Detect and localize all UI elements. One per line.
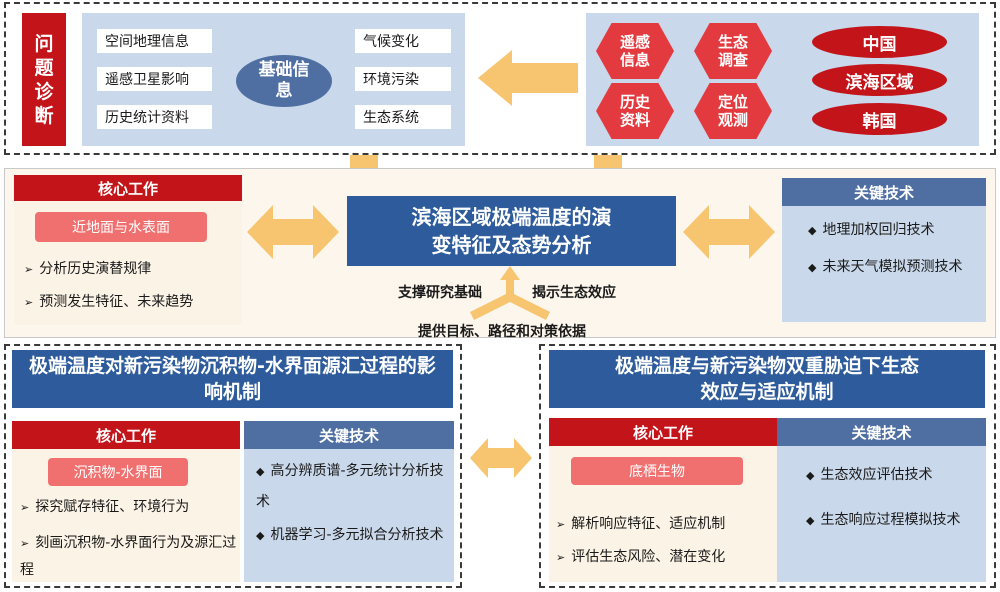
- bottom-right-section: [539, 344, 996, 588]
- bullet-text: 刻画沉积物-水界面行为及源汇过程: [20, 535, 237, 578]
- chevron-right-icon: ➢: [556, 551, 566, 564]
- br-core-bullet-1: ➢ 解析响应特征、适应机制: [556, 513, 774, 536]
- bullet-text: 评估生态风险、潜在变化: [571, 549, 726, 565]
- br-core-bullet-2: ➢ 评估生态风险、潜在变化: [556, 546, 774, 569]
- left-tag-3: 历史统计资料: [97, 105, 212, 129]
- chevron-right-icon: ➢: [556, 518, 566, 531]
- hex-label: 遥感信息: [619, 33, 650, 69]
- bullet-text: 解析响应特征、适应机制: [571, 516, 726, 532]
- chevron-right-icon: ➢: [20, 537, 30, 550]
- middle-tech-bullet-2: ◆ 未来天气模拟预测技术: [808, 252, 980, 283]
- bullet-text: 分析历史演替规律: [39, 261, 152, 277]
- diamond-icon: ◆: [806, 469, 815, 482]
- center-title-box: 滨海区域极端温度的演变特征及态势分析: [347, 196, 676, 266]
- hex-history-data: 历史资料: [596, 83, 674, 139]
- bottom-left-title-box: 极端温度对新污染物沉积物-水界面源汇过程的影响机制: [12, 350, 453, 408]
- label-provide-basis: 提供目标、路径和对策依据: [418, 324, 586, 340]
- diamond-icon: ◆: [256, 529, 265, 542]
- double-arrow-icon: [683, 205, 775, 259]
- side-label-box: 问题诊断: [22, 13, 66, 146]
- right-tag-1: 气候变化: [355, 29, 451, 53]
- bl-tech-bullet-1: ◆高分辨质谱-多元统计分析技术: [256, 456, 452, 517]
- bottom-right-title: 极端温度与新污染物双重胁迫下生态效应与适应机制: [614, 355, 919, 403]
- right-tag-3: 生态系统: [355, 105, 451, 129]
- double-arrow-icon: [470, 438, 532, 478]
- region-korea: 韩国: [812, 103, 947, 135]
- hex-label: 历史资料: [619, 93, 650, 129]
- hex-label: 定位观测: [717, 93, 748, 129]
- middle-core-bullet-1: ➢ 分析历史演替规律: [24, 258, 239, 281]
- diamond-icon: ◆: [808, 261, 817, 274]
- bl-tech-bullet-2: ◆ 机器学习-多元拟合分析技术: [256, 520, 452, 551]
- diamond-icon: ◆: [806, 514, 815, 527]
- left-arrow-icon: [478, 50, 578, 106]
- label-reveal-effect: 揭示生态效应: [532, 285, 616, 301]
- basic-info-oval: 基础信息: [236, 55, 332, 107]
- bl-core-header: 核心工作: [12, 421, 240, 449]
- br-tech-bullet-2: ◆ 生态响应过程模拟技术: [806, 502, 976, 539]
- diamond-icon: ◆: [808, 224, 817, 237]
- region-coastal: 滨海区域: [812, 64, 947, 96]
- middle-tech-header: 关键技术: [782, 178, 986, 206]
- bullet-text: 机器学习-多元拟合分析技术: [270, 527, 444, 543]
- region-china: 中国: [812, 26, 947, 58]
- middle-core-header: 核心工作: [14, 175, 242, 201]
- bl-tech-panel: [244, 449, 454, 582]
- br-tech-header: 关键技术: [777, 418, 986, 446]
- bottom-right-title-box: 极端温度与新污染物双重胁迫下生态效应与适应机制: [549, 350, 985, 408]
- br-tech-panel: [777, 446, 986, 582]
- bl-tech-header: 关键技术: [244, 421, 454, 449]
- basic-info-label: 基础信息: [258, 60, 310, 101]
- right-tag-2: 环境污染: [355, 67, 451, 91]
- middle-core-pill: 近地面与水表面: [35, 212, 207, 242]
- br-core-header: 核心工作: [549, 418, 777, 446]
- br-tech-bullet-1: ◆ 生态效应评估技术: [806, 464, 982, 487]
- bottom-left-section: [4, 344, 462, 588]
- chevron-right-icon: ➢: [24, 296, 34, 309]
- bullet-text: 地理加权回归技术: [822, 222, 935, 238]
- hex-eco-survey: 生态调查: [694, 23, 772, 79]
- left-tag-2: 遥感卫星影响: [97, 67, 212, 91]
- split-arrow-icon: [470, 266, 550, 320]
- bullet-text: 高分辨质谱-多元统计分析技术: [256, 463, 444, 510]
- middle-tech-bullet-1: ◆ 地理加权回归技术: [808, 218, 984, 243]
- side-label: 问题诊断: [34, 32, 54, 127]
- bullet-text: 生态效应评估技术: [820, 467, 933, 483]
- bl-core-pill: 沉积物-水界面: [48, 458, 188, 486]
- bullet-text: 探究赋存特征、环境行为: [35, 499, 190, 515]
- left-tag-1: 空间地理信息: [97, 29, 212, 53]
- hex-positioning: 定位观测: [694, 83, 772, 139]
- bullet-text: 预测发生特征、未来趋势: [39, 294, 194, 310]
- middle-core-bullet-2: ➢ 预测发生特征、未来趋势: [24, 291, 239, 314]
- double-arrow-icon: [247, 205, 339, 259]
- hex-label: 生态调查: [717, 33, 748, 69]
- chevron-right-icon: ➢: [20, 501, 30, 514]
- label-support-basis: 支撑研究基础: [398, 285, 482, 301]
- bl-core-bullet-2: ➢刻画沉积物-水界面行为及源汇过程: [20, 530, 238, 583]
- chevron-right-icon: ➢: [24, 263, 34, 276]
- bullet-text: 未来天气模拟预测技术: [822, 259, 963, 275]
- br-core-pill: 底栖生物: [571, 457, 743, 485]
- bl-core-bullet-1: ➢ 探究赋存特征、环境行为: [20, 496, 238, 519]
- problem-diagnosis-section: [4, 2, 996, 155]
- bullet-text: 生态响应过程模拟技术: [820, 512, 961, 528]
- middle-tech-panel: [782, 206, 986, 322]
- center-title: 滨海区域极端温度的演变特征及态势分析: [411, 205, 612, 257]
- diamond-icon: ◆: [256, 465, 265, 478]
- bottom-left-title: 极端温度对新污染物沉积物-水界面源汇过程的影响机制: [29, 355, 436, 403]
- hex-remote-sensing: 遥感信息: [596, 23, 674, 79]
